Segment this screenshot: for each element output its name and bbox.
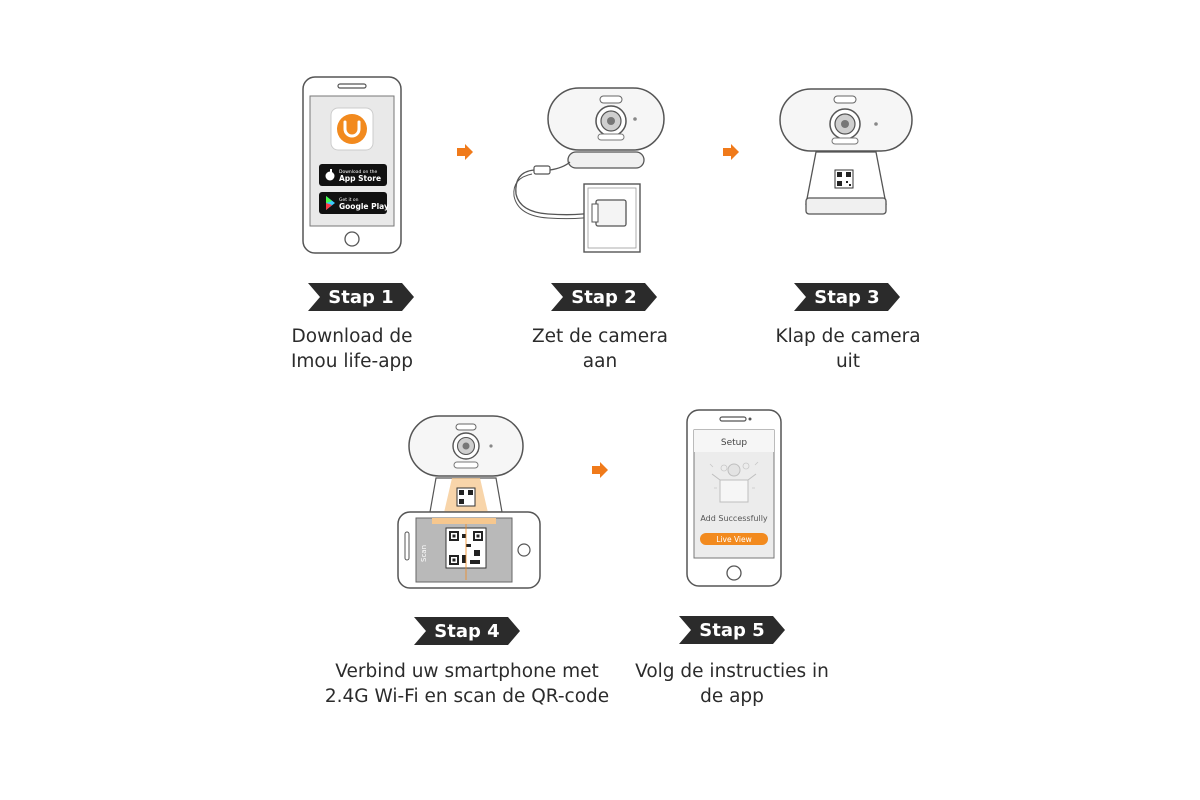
step1-caption-line2: Imou life-app (290, 351, 414, 372)
app-store-badge: Download on the App Store (319, 164, 387, 186)
app-store-big-text: App Store (339, 174, 381, 183)
step3-badge-label: Stap 3 (814, 286, 880, 308)
step4-caption-line1: Verbind uw smartphone met (335, 661, 599, 682)
step2-caption: Zet de camera aan (510, 324, 690, 374)
step1-caption: Download de Imou life-app (262, 324, 442, 374)
step1-badge: Stap 1 (308, 283, 414, 311)
step5-phone-illustration: Setup Add Successfully Live View (686, 409, 782, 587)
imou-app-icon (330, 107, 374, 151)
step5-caption: Volg de instructies in de app (617, 659, 847, 709)
step1-phone-illustration: Download on the App Store Get it on Goog… (302, 76, 402, 254)
step4-badge: Stap 4 (414, 617, 520, 645)
scan-label: Scan (420, 545, 428, 562)
step1-badge-label: Stap 1 (328, 286, 394, 308)
step3-caption: Klap de camera uit (748, 324, 948, 374)
step2-badge: Stap 2 (551, 283, 657, 311)
step3-caption-line2: uit (835, 351, 861, 372)
google-play-badge: Get it on Google Play (319, 192, 389, 214)
arrow-right-icon (723, 144, 739, 160)
live-view-label: Live View (716, 535, 752, 544)
step2-caption-line2: aan (582, 351, 618, 372)
step1-caption-line1: Download de (291, 326, 413, 347)
add-successfully-text: Add Successfully (700, 514, 768, 523)
google-play-small-text: Get it on (339, 197, 359, 203)
arrow-right-icon (592, 462, 608, 478)
step2-camera-illustration (513, 87, 665, 253)
step4-caption-line2: 2.4G Wi-Fi en scan de QR-code (324, 686, 610, 707)
step2-badge-label: Stap 2 (571, 286, 637, 308)
live-view-button[interactable]: Live View (700, 533, 768, 545)
qr-code-icon (834, 169, 854, 189)
step5-caption-line2: de app (700, 686, 764, 707)
google-play-icon (326, 196, 335, 210)
step5-badge: Stap 5 (679, 616, 785, 644)
step3-caption-line1: Klap de camera (775, 326, 921, 347)
step3-camera-illustration (779, 88, 913, 215)
step4-caption: Verbind uw smartphone met 2.4G Wi-Fi en … (307, 659, 627, 709)
step4-scan-illustration: Scan (397, 415, 541, 589)
step5-badge-label: Stap 5 (699, 619, 765, 641)
app-store-small-text: Download on the (339, 169, 377, 175)
step5-caption-line1: Volg de instructies in (635, 661, 829, 682)
step3-badge: Stap 3 (794, 283, 900, 311)
step4-badge-label: Stap 4 (434, 620, 500, 642)
google-play-big-text: Google Play (339, 202, 389, 211)
apple-icon (325, 169, 335, 181)
arrow-right-icon (457, 144, 473, 160)
step2-caption-line1: Zet de camera (531, 326, 669, 347)
setup-title: Setup (721, 438, 747, 448)
